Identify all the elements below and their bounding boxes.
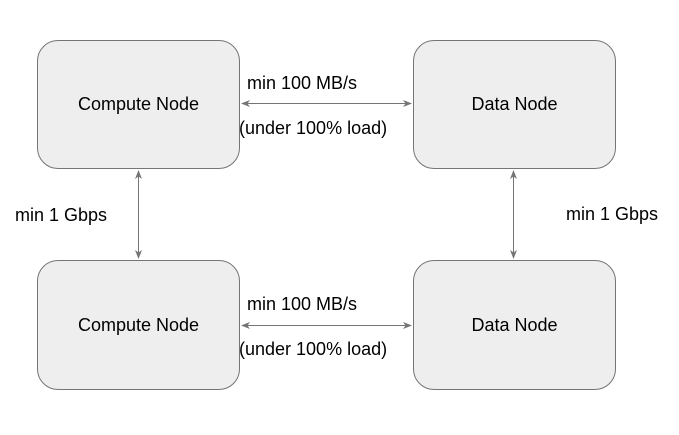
edge-label-top-bandwidth: min 100 MB/s — [247, 73, 358, 93]
edge-label-right-bandwidth: min 1 Gbps — [566, 204, 659, 224]
edge-label-left-bandwidth: min 1 Gbps — [15, 205, 108, 225]
node-compute-bottom-left: Compute Node — [37, 260, 240, 390]
node-compute-top-left: Compute Node — [37, 40, 240, 169]
node-label: Compute Node — [77, 94, 200, 114]
edge-sublabel-bottom-load: (under 100% load) — [239, 339, 388, 359]
edge-label-bottom-bandwidth: min 100 MB/s — [247, 294, 358, 314]
edge-sublabel-top-load: (under 100% load) — [239, 118, 388, 138]
node-data-top-right: Data Node — [413, 40, 616, 169]
node-label: Data Node — [471, 314, 558, 335]
node-data-bottom-right: Data Node — [413, 260, 616, 390]
node-label: Compute Node — [77, 314, 200, 335]
node-label: Data Node — [471, 94, 558, 114]
